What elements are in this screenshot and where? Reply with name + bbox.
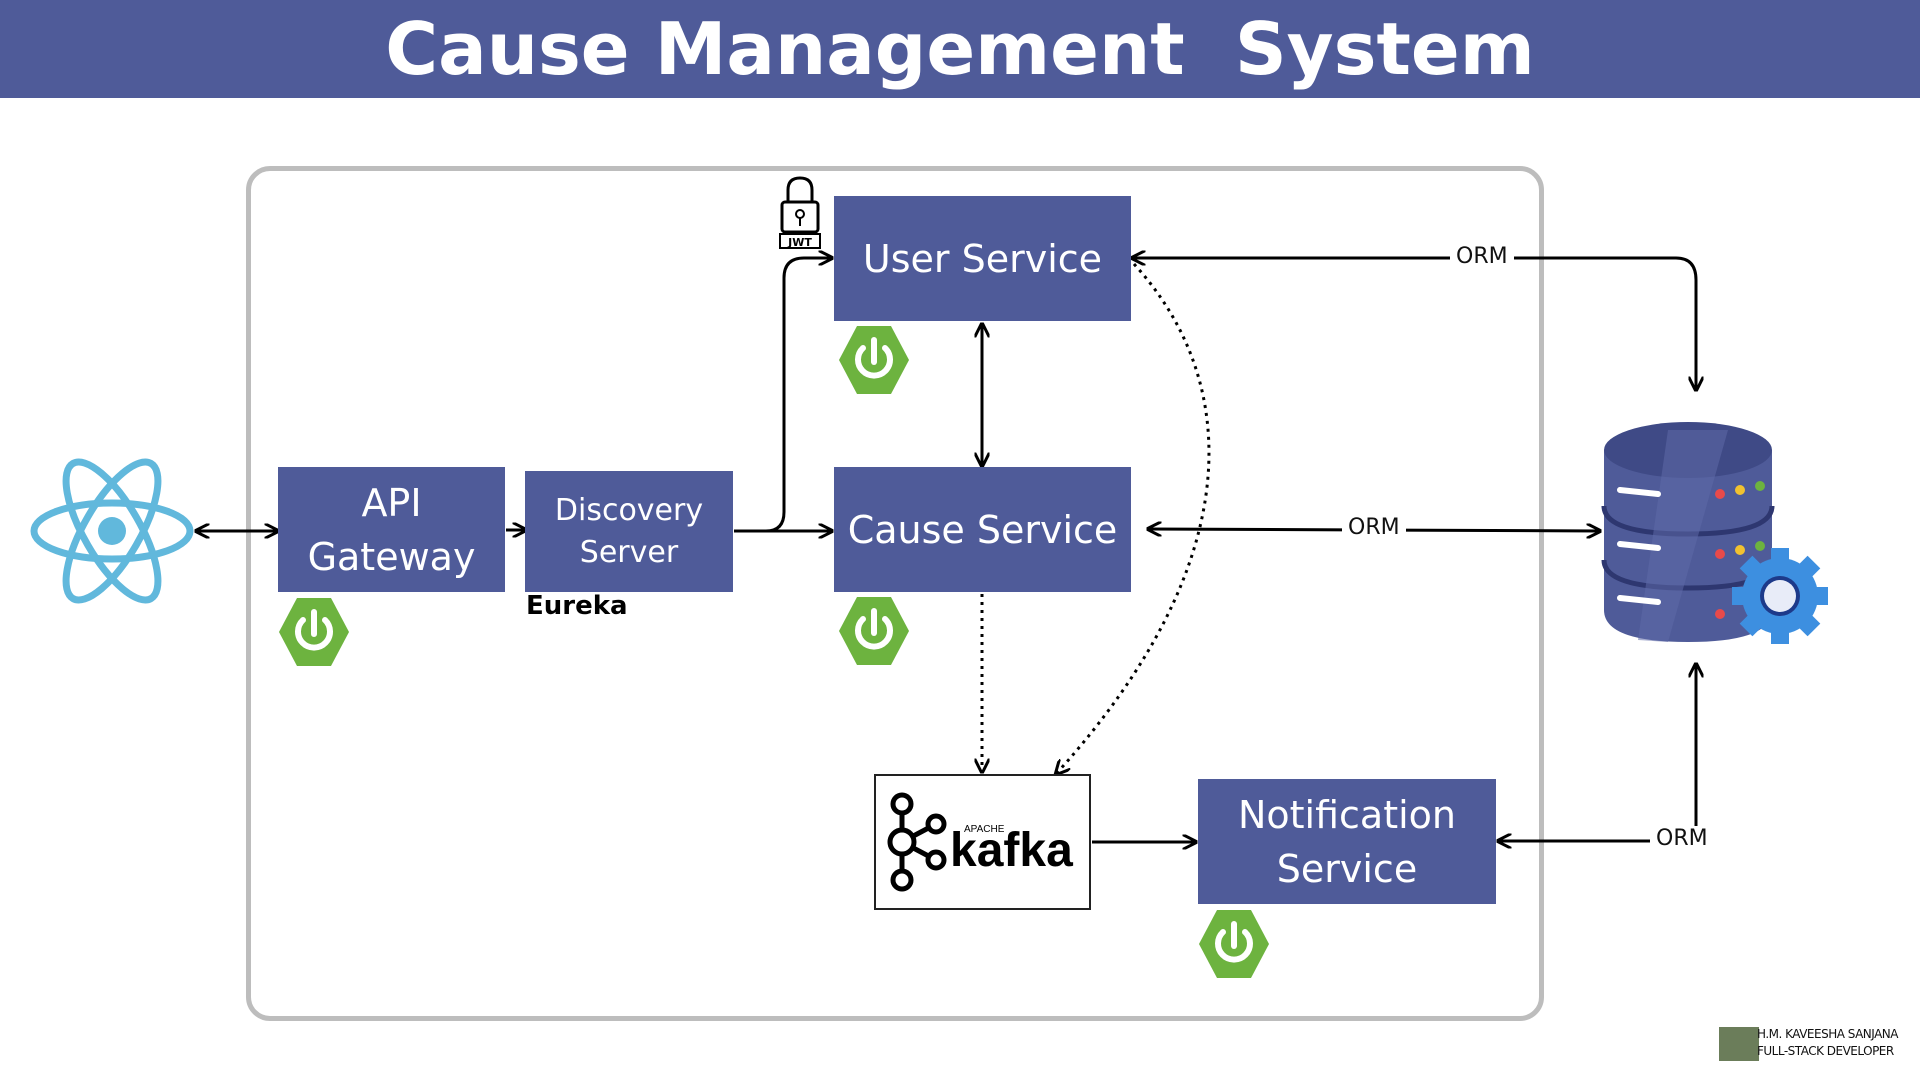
orm-label-user: ORM <box>1450 244 1514 269</box>
user-service-box: User Service <box>834 196 1131 321</box>
database-gear-icon <box>1601 422 1828 644</box>
user-db-orm-arrow <box>1132 258 1696 390</box>
react-icon <box>30 458 194 604</box>
cause-service-label: Cause Service <box>847 507 1118 552</box>
spring-boot-icon <box>1199 910 1269 978</box>
kafka-wordmark: kafka <box>950 824 1073 877</box>
orm-label-cause: ORM <box>1342 515 1406 540</box>
discovery-server-box: Discovery Server <box>525 471 733 592</box>
title-bar <box>0 0 1920 98</box>
author-avatar <box>1719 1027 1759 1061</box>
orm-label-notification: ORM <box>1650 826 1714 851</box>
kafka-logo-icon: APACHE kafka <box>887 792 1073 892</box>
discovery-user-arrow <box>734 258 832 533</box>
notification-db-orm-arrow <box>1498 664 1696 841</box>
system-boundary <box>246 166 1544 1021</box>
page-title: Cause Management System <box>385 7 1535 91</box>
jwt-label: JWT <box>787 236 812 249</box>
notification-service-label: Notification Service <box>1237 792 1457 891</box>
author-name: H.M. KAVEESHA SANJANA <box>1757 1027 1899 1041</box>
user-service-label: User Service <box>862 236 1103 281</box>
author-role: FULL-STACK DEVELOPER <box>1757 1044 1894 1058</box>
spring-boot-icon <box>839 326 909 394</box>
kafka-box: APACHE kafka <box>874 774 1091 910</box>
discovery-server-label: Discovery Server <box>554 492 704 570</box>
lock-icon: JWT <box>779 176 821 249</box>
cause-service-box: Cause Service <box>834 467 1131 592</box>
kafka-prefix: APACHE <box>964 824 1005 835</box>
api-gateway-box: API Gateway <box>278 467 505 592</box>
spring-boot-icon <box>279 598 349 666</box>
eureka-caption: Eureka <box>526 591 628 621</box>
api-gateway-label: API Gateway <box>307 480 476 579</box>
spring-boot-icon <box>839 597 909 665</box>
notification-service-box: Notification Service <box>1198 779 1496 904</box>
